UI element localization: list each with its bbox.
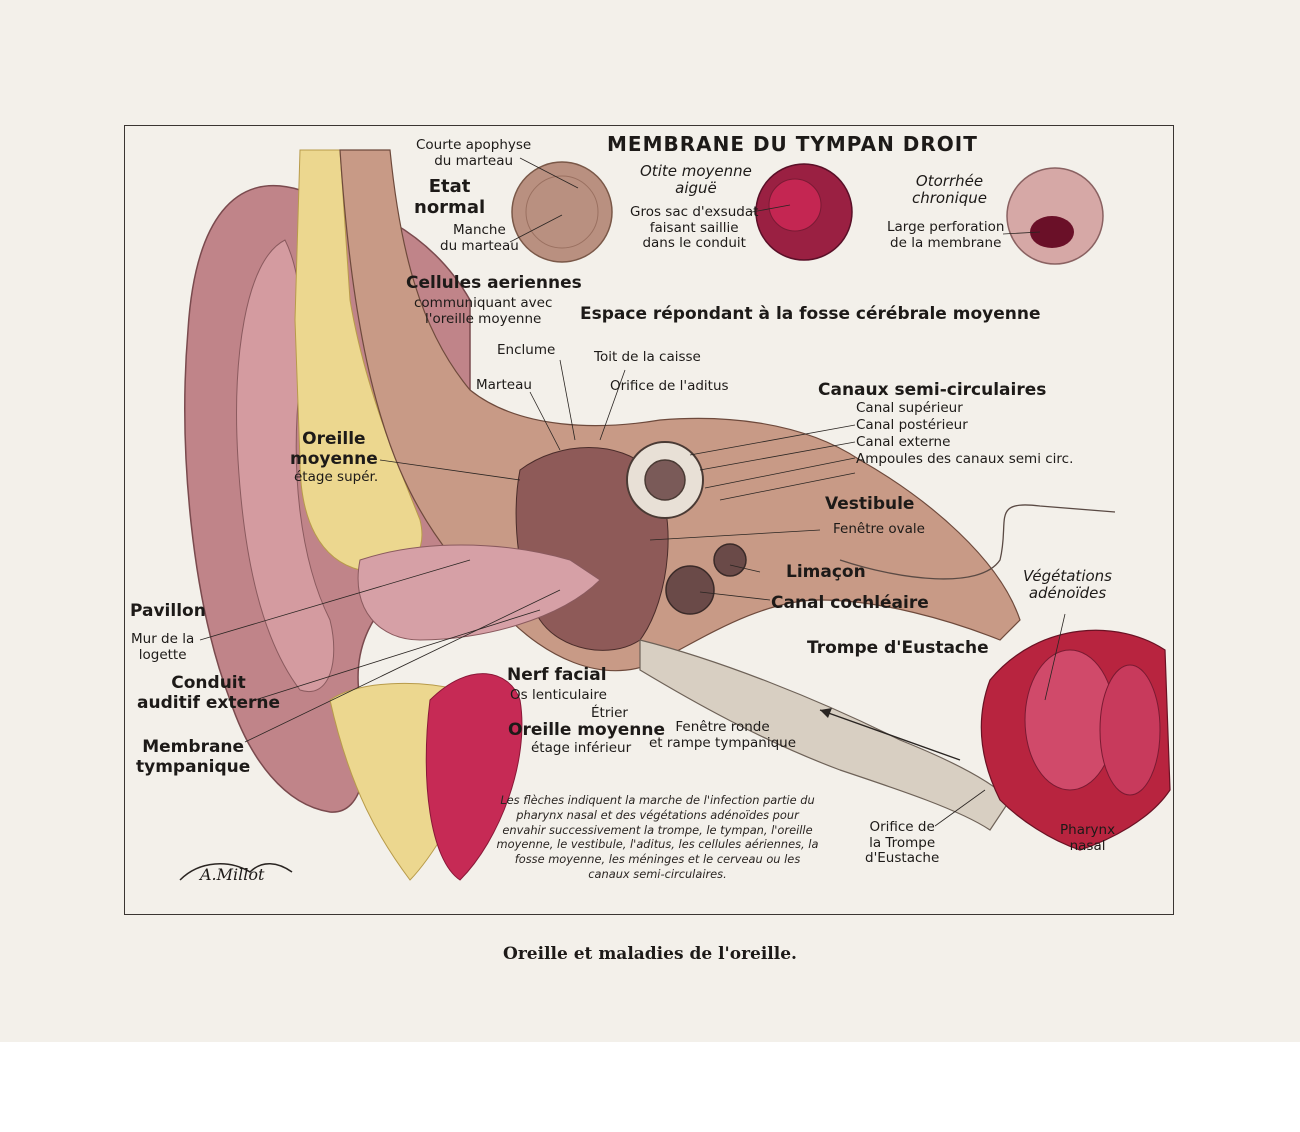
leader-lines [199,157,1066,827]
label-pavillon: Pavillon [130,601,206,621]
label-canal-sup: Canal supérieur [856,400,963,416]
external-canal [357,544,601,641]
label-courte-apophyse: Courte apophyse du marteau [416,137,532,169]
label-mur-logette: Mur de la logette [131,631,195,663]
label-canal-ext: Canal externe [856,434,951,450]
signature-mark [179,863,293,881]
label-canal-cochleaire: Canal cochléaire [771,593,929,613]
label-oreille-moyenne-inf: Oreille moyenne [508,720,666,740]
nerve-line [839,504,1116,580]
plate-caption: Oreille et maladies de l'oreille. [503,944,797,964]
label-vestibule: Vestibule [825,494,915,514]
label-trompe: Trompe d'Eustache [807,638,989,658]
label-fenetre-ovale: Fenêtre ovale [833,521,925,537]
label-manche-marteau: Manche du marteau [440,222,519,254]
label-etrier: Étrier [591,705,628,721]
label-os-lenticulaire: Os lenticulaire [510,687,607,703]
tympan-chronic-disc [1006,167,1104,265]
bottom-band [0,1042,1300,1132]
mucosa-red [425,673,523,881]
plate-header-title: MEMBRANE DU TYMPAN DROIT [607,132,978,156]
label-gros-sac: Gros sac d'exsudat faisant saillie dans … [630,204,759,252]
label-cellules: Cellules aeriennes [406,273,582,293]
label-espace: Espace répondant à la fosse cérébrale mo… [580,304,1041,324]
label-fenetre-ronde: Fenêtre ronde et rampe tympanique [649,719,797,751]
label-canaux: Canaux semi-circulaires [818,380,1047,400]
label-vegetations: Végétations adénoïdes [1023,567,1112,603]
label-etat-normal: Etat normal [414,176,486,218]
label-membrane-tympanique: Membrane tympanique [136,737,251,777]
label-large-perforation: Large perforation de la membrane [887,219,1005,251]
label-otorrhee: Otorrhée chronique [912,172,988,208]
eustachian-tube [639,639,1011,831]
plate-frame [124,125,1174,915]
label-etage-sup: étage supér. [294,469,379,485]
label-conduit-auditif: Conduit auditif externe [137,673,281,713]
label-toit-caisse: Toit de la caisse [594,349,701,365]
explanatory-note: Les flèches indiquent la marche de l'inf… [496,793,819,882]
temporal-bone [339,149,1021,672]
cochlea [665,565,715,615]
label-aditus: Orifice de l'aditus [610,378,729,394]
label-ampoules: Ampoules des canaux semi circ. [856,451,1074,467]
label-pharynx-nasal: Pharynx nasal [1060,822,1116,854]
label-limacon: Limaçon [786,562,866,582]
label-oreille-moyenne-sup: Oreille moyenne [290,429,378,469]
label-orifice-trompe: Orifice de la Trompe d'Eustache [865,819,940,867]
label-nerf-facial: Nerf facial [507,665,607,685]
tympan-normal-disc [511,161,613,263]
infection-arrow [819,709,961,761]
label-otite-moyenne: Otite moyenne aiguë [640,162,752,198]
label-marteau: Marteau [476,377,532,393]
ear-illustration [179,149,1171,881]
label-cellules-sub: communiquant avec l'oreille moyenne [414,295,553,327]
label-etage-inf: étage inférieur [531,740,632,756]
label-canal-post: Canal postérieur [856,417,968,433]
label-enclume: Enclume [497,342,556,358]
artist-signature: A.Millot [200,865,265,884]
